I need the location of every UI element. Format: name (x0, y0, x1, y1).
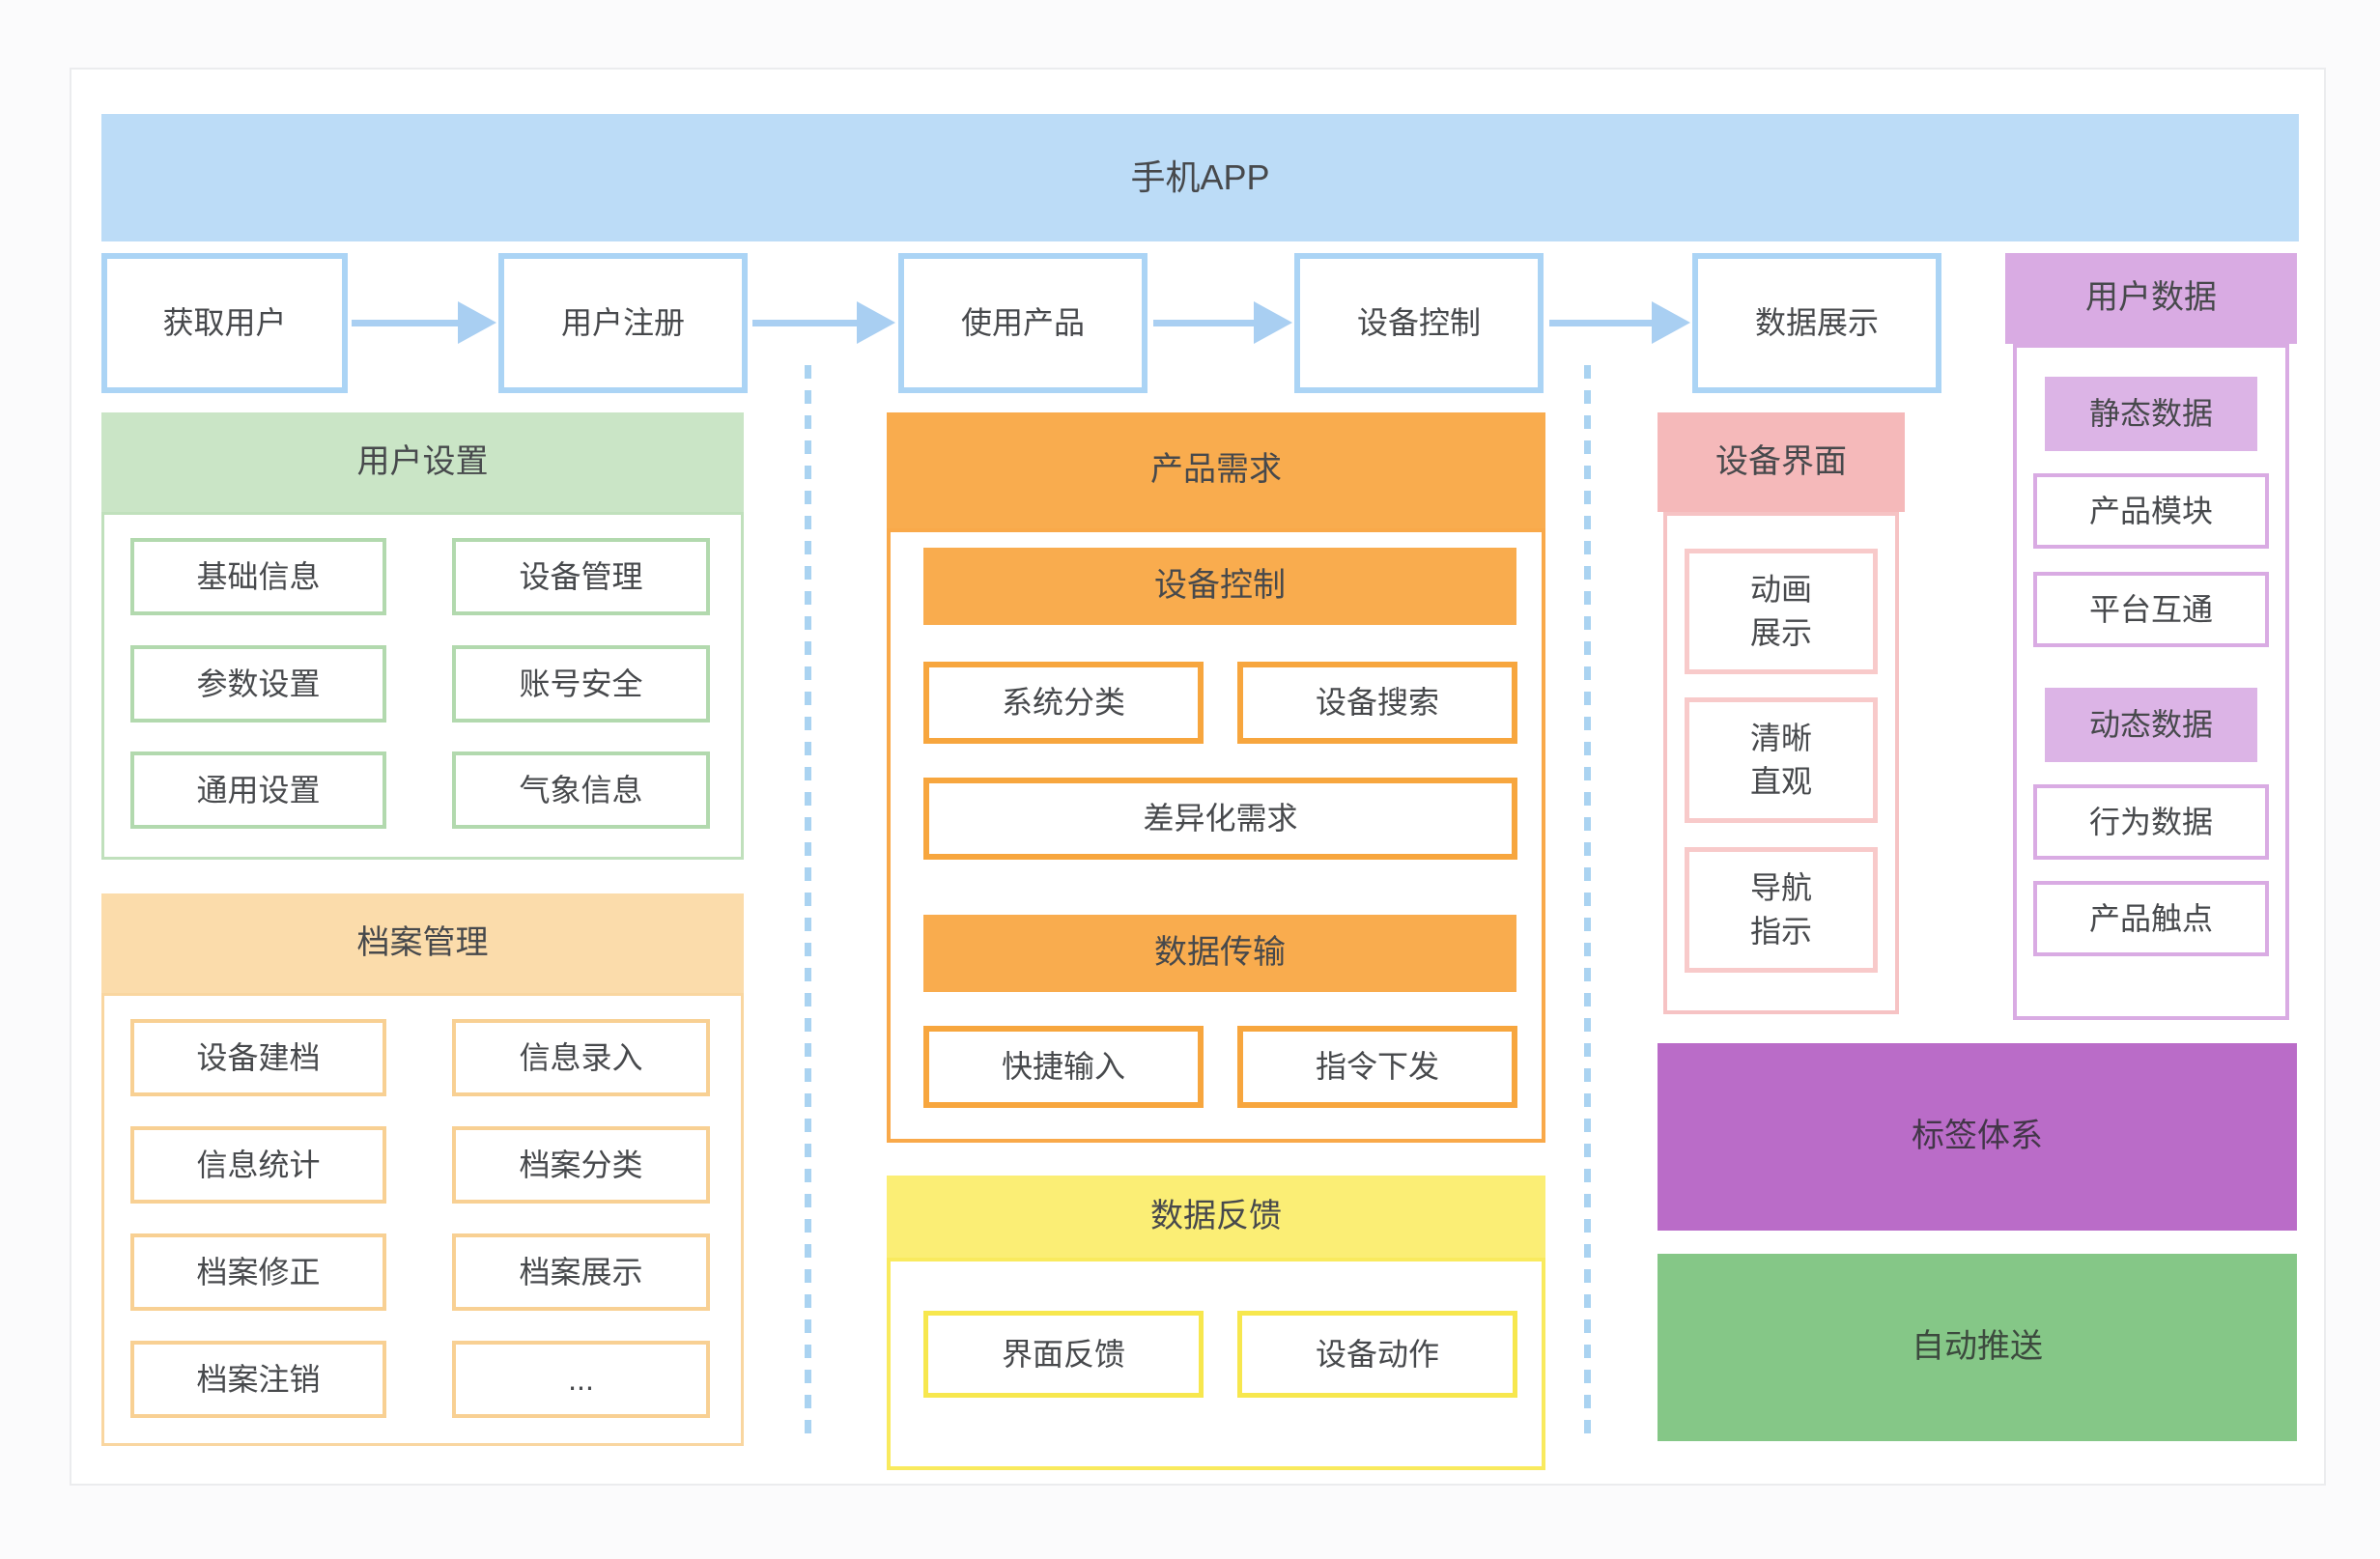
arrow-head (857, 301, 895, 344)
archive-management-body: 设备建档 信息录入 信息统计 档案分类 档案修正 档案展示 档案注销 ... (101, 993, 744, 1446)
arrow-right-icon (1153, 301, 1292, 344)
user-settings-header: 用户设置 (101, 412, 744, 512)
product-req-item: 指令下发 (1237, 1026, 1517, 1108)
auto-push-banner: 自动推送 (1658, 1254, 2297, 1441)
archive-item: 档案修正 (130, 1233, 386, 1311)
arrow-head (458, 301, 496, 344)
data-feedback-item: 设备动作 (1237, 1311, 1517, 1398)
arrow-shaft (1153, 320, 1256, 326)
device-control-subheader: 设备控制 (923, 548, 1516, 625)
product-req-item: 快捷输入 (923, 1026, 1204, 1108)
section-title: 用户设置 (356, 442, 489, 480)
flow-step-label: 获取用户 (162, 305, 287, 341)
user-data-body: 静态数据 产品模块 平台互通 动态数据 行为数据 产品触点 (2013, 344, 2289, 1020)
product-requirements-header: 产品需求 (887, 412, 1545, 528)
arrow-head (1652, 301, 1690, 344)
device-interface-item: 导航 指示 (1685, 847, 1878, 973)
arrow-right-icon (1549, 301, 1690, 344)
product-requirements-body: 设备控制 系统分类 设备搜索 差异化需求 数据传输 快捷输入 指令下发 (887, 528, 1545, 1143)
user-data-item: 产品模块 (2033, 473, 2269, 549)
archive-item: 档案注销 (130, 1341, 386, 1418)
section-title: 设备界面 (1715, 442, 1847, 480)
user-settings-body: 基础信息 设备管理 参数设置 账号安全 通用设置 气象信息 (101, 512, 744, 860)
dynamic-data-subheader: 动态数据 (2045, 688, 2257, 762)
device-interface-item: 清晰 直观 (1685, 697, 1878, 823)
flow-step-label: 设备控制 (1356, 305, 1481, 341)
user-data-item: 产品触点 (2033, 881, 2269, 956)
user-data-item: 平台互通 (2033, 572, 2269, 647)
flow-step-label: 使用产品 (960, 305, 1085, 341)
dotted-separator-right (1584, 365, 1591, 1435)
flow-step-device-control: 设备控制 (1294, 253, 1544, 393)
user-settings-item: 参数设置 (130, 645, 386, 723)
product-req-item: 设备搜索 (1237, 662, 1517, 744)
device-interface-header: 设备界面 (1658, 412, 1905, 512)
data-feedback-item: 界面反馈 (923, 1311, 1204, 1398)
device-interface-body: 动画 展示 清晰 直观 导航 指示 (1663, 512, 1899, 1014)
section-title: 档案管理 (356, 923, 489, 961)
product-req-item: 系统分类 (923, 662, 1204, 744)
archive-item: 信息录入 (452, 1019, 710, 1096)
flow-step-use-product: 使用产品 (898, 253, 1148, 393)
user-settings-item: 基础信息 (130, 538, 386, 615)
banner-label: 标签体系 (1912, 1118, 2043, 1155)
dotted-separator-left (805, 365, 811, 1435)
user-settings-item: 设备管理 (452, 538, 710, 615)
arrow-shaft (1549, 320, 1654, 326)
archive-item: 设备建档 (130, 1019, 386, 1096)
section-title: 数据反馈 (1150, 1197, 1282, 1234)
data-feedback-header: 数据反馈 (887, 1176, 1545, 1258)
banner-label: 自动推送 (1912, 1328, 2043, 1366)
user-data-item: 行为数据 (2033, 784, 2269, 860)
archive-management-header: 档案管理 (101, 893, 744, 993)
static-data-subheader: 静态数据 (2045, 377, 2257, 451)
device-interface-item: 动画 展示 (1685, 549, 1878, 674)
tag-system-banner: 标签体系 (1658, 1043, 2297, 1231)
archive-item: 信息统计 (130, 1126, 386, 1204)
flow-step-label: 用户注册 (560, 305, 685, 341)
data-feedback-body: 界面反馈 设备动作 (887, 1258, 1545, 1470)
flow-step-acquire-users: 获取用户 (101, 253, 348, 393)
flow-step-user-register: 用户注册 (498, 253, 748, 393)
data-transmission-subheader: 数据传输 (923, 915, 1516, 992)
arrow-shaft (352, 320, 460, 326)
arrow-right-icon (352, 301, 496, 344)
arrow-head (1254, 301, 1292, 344)
app-banner: 手机APP (101, 114, 2299, 241)
archive-item: 档案展示 (452, 1233, 710, 1311)
app-title: 手机APP (1130, 156, 1270, 197)
archive-item: 档案分类 (452, 1126, 710, 1204)
user-settings-item: 账号安全 (452, 645, 710, 723)
flow-step-data-display: 数据展示 (1692, 253, 1941, 393)
section-title: 用户数据 (2085, 279, 2217, 317)
product-req-item-wide: 差异化需求 (923, 778, 1517, 860)
flow-step-label: 数据展示 (1754, 305, 1879, 341)
user-settings-item: 通用设置 (130, 751, 386, 829)
user-data-header: 用户数据 (2005, 253, 2297, 344)
archive-item-ellipsis: ... (452, 1341, 710, 1418)
arrow-shaft (752, 320, 859, 326)
arrow-right-icon (752, 301, 895, 344)
section-title: 产品需求 (1150, 451, 1282, 489)
user-settings-item: 气象信息 (452, 751, 710, 829)
